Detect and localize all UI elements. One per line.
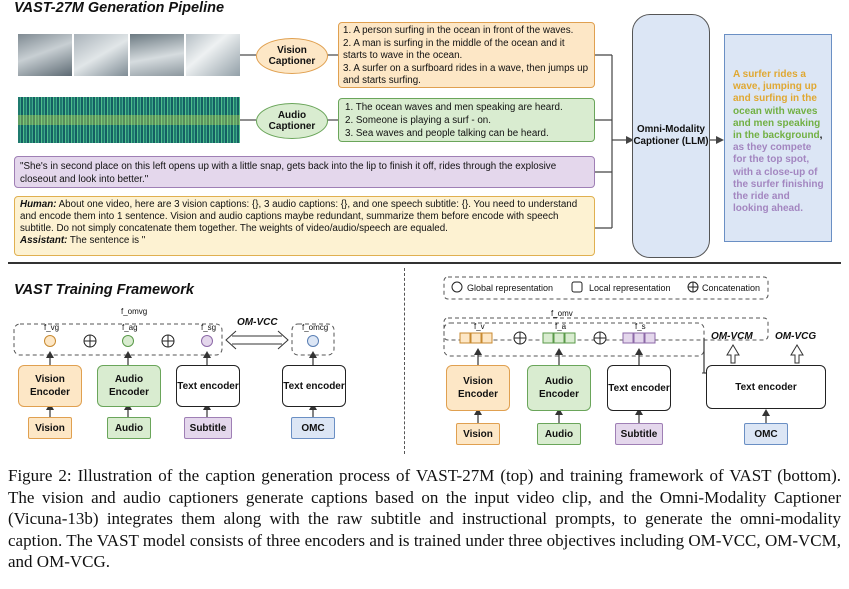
vertical-divider	[404, 268, 405, 454]
right-audio-encoder: Audio Encoder	[527, 365, 591, 411]
omni-modality-captioner: Omni-Modality Captioner (LLM)	[632, 14, 710, 258]
pipeline-title: VAST-27M Generation Pipeline	[14, 0, 225, 16]
legend-local: Local representation	[589, 283, 671, 293]
audio-captioner: Audio Captioner	[256, 103, 328, 139]
video-frame-3	[130, 34, 184, 76]
label-f-vg: f_vg	[44, 323, 60, 332]
left-input-subtitle: Subtitle	[184, 417, 232, 439]
output-audio-part: ocean with waves and men speaking in the…	[733, 105, 821, 142]
label-f-omcg: f_omcg	[302, 323, 329, 332]
left-text-encoder-omc: Text encoder	[282, 365, 346, 407]
video-frame-1	[18, 34, 72, 76]
legend-global: Global representation	[467, 283, 554, 293]
right-vision-encoder: Vision Encoder	[446, 365, 510, 411]
right-text-encoder-subtitle: Text encoder	[607, 365, 671, 411]
prompt-human-label: Human:	[20, 199, 57, 210]
output-subtitle-part: as they compete for the top spot, with a…	[733, 142, 824, 215]
training-title: VAST Training Framework	[14, 282, 194, 298]
label-f-s: f_s	[635, 322, 646, 331]
right-input-omc: OMC	[744, 423, 788, 445]
figure-caption: Figure 2: Illustration of the caption ge…	[8, 466, 841, 571]
prompt-assistant-text: The sentence is "	[67, 235, 146, 246]
left-input-omc: OMC	[291, 417, 335, 439]
section-divider	[8, 262, 841, 264]
omni-caption-output: A surfer rides a wave, jumping up and su…	[724, 34, 832, 242]
pipeline-connectors	[240, 54, 724, 229]
left-audio-encoder: Audio Encoder	[97, 365, 161, 407]
prompt-assistant-label: Assistant:	[20, 235, 68, 246]
label-om-vcg: OM-VCG	[775, 331, 817, 342]
video-frames	[18, 34, 240, 76]
left-vision-encoder: Vision Encoder	[18, 365, 82, 407]
left-text-encoder-subtitle: Text encoder	[176, 365, 240, 407]
output-separator: ,	[819, 130, 823, 142]
prompt-box: Human: About one video, here are 3 visio…	[14, 196, 595, 256]
label-om-vcm: OM-VCM	[711, 331, 753, 342]
vision-captioner: Vision Captioner	[256, 38, 328, 74]
label-f-omvg: f_omvg	[121, 307, 148, 316]
output-vision-part: A surfer rides a wave, jumping up and su…	[733, 69, 817, 105]
video-frame-4	[186, 34, 240, 76]
label-f-ag: f_ag	[122, 323, 138, 332]
label-f-a: f_a	[555, 322, 567, 331]
video-frame-2	[74, 34, 128, 76]
audio-captions-box: 1. The ocean waves and men speaking are …	[338, 98, 595, 142]
right-input-subtitle: Subtitle	[615, 423, 663, 445]
right-text-encoder-omc: Text encoder	[706, 365, 826, 409]
left-input-vision: Vision	[28, 417, 72, 439]
subtitle-box: "She's in second place on this left open…	[14, 156, 595, 188]
prompt-human-text: About one video, here are 3 vision capti…	[20, 199, 578, 234]
label-om-vcc: OM-VCC	[237, 317, 278, 328]
right-input-audio: Audio	[537, 423, 581, 445]
right-input-vision: Vision	[456, 423, 500, 445]
label-f-v: f_v	[474, 322, 485, 331]
audio-spectrogram	[18, 97, 240, 143]
label-f-omv: f_omv	[551, 309, 573, 318]
vision-captions-box: 1. A person surfing in the ocean in fron…	[338, 22, 595, 88]
label-f-sg: f_sg	[201, 323, 217, 332]
legend-concat: Concatenation	[702, 283, 761, 293]
left-input-audio: Audio	[107, 417, 151, 439]
